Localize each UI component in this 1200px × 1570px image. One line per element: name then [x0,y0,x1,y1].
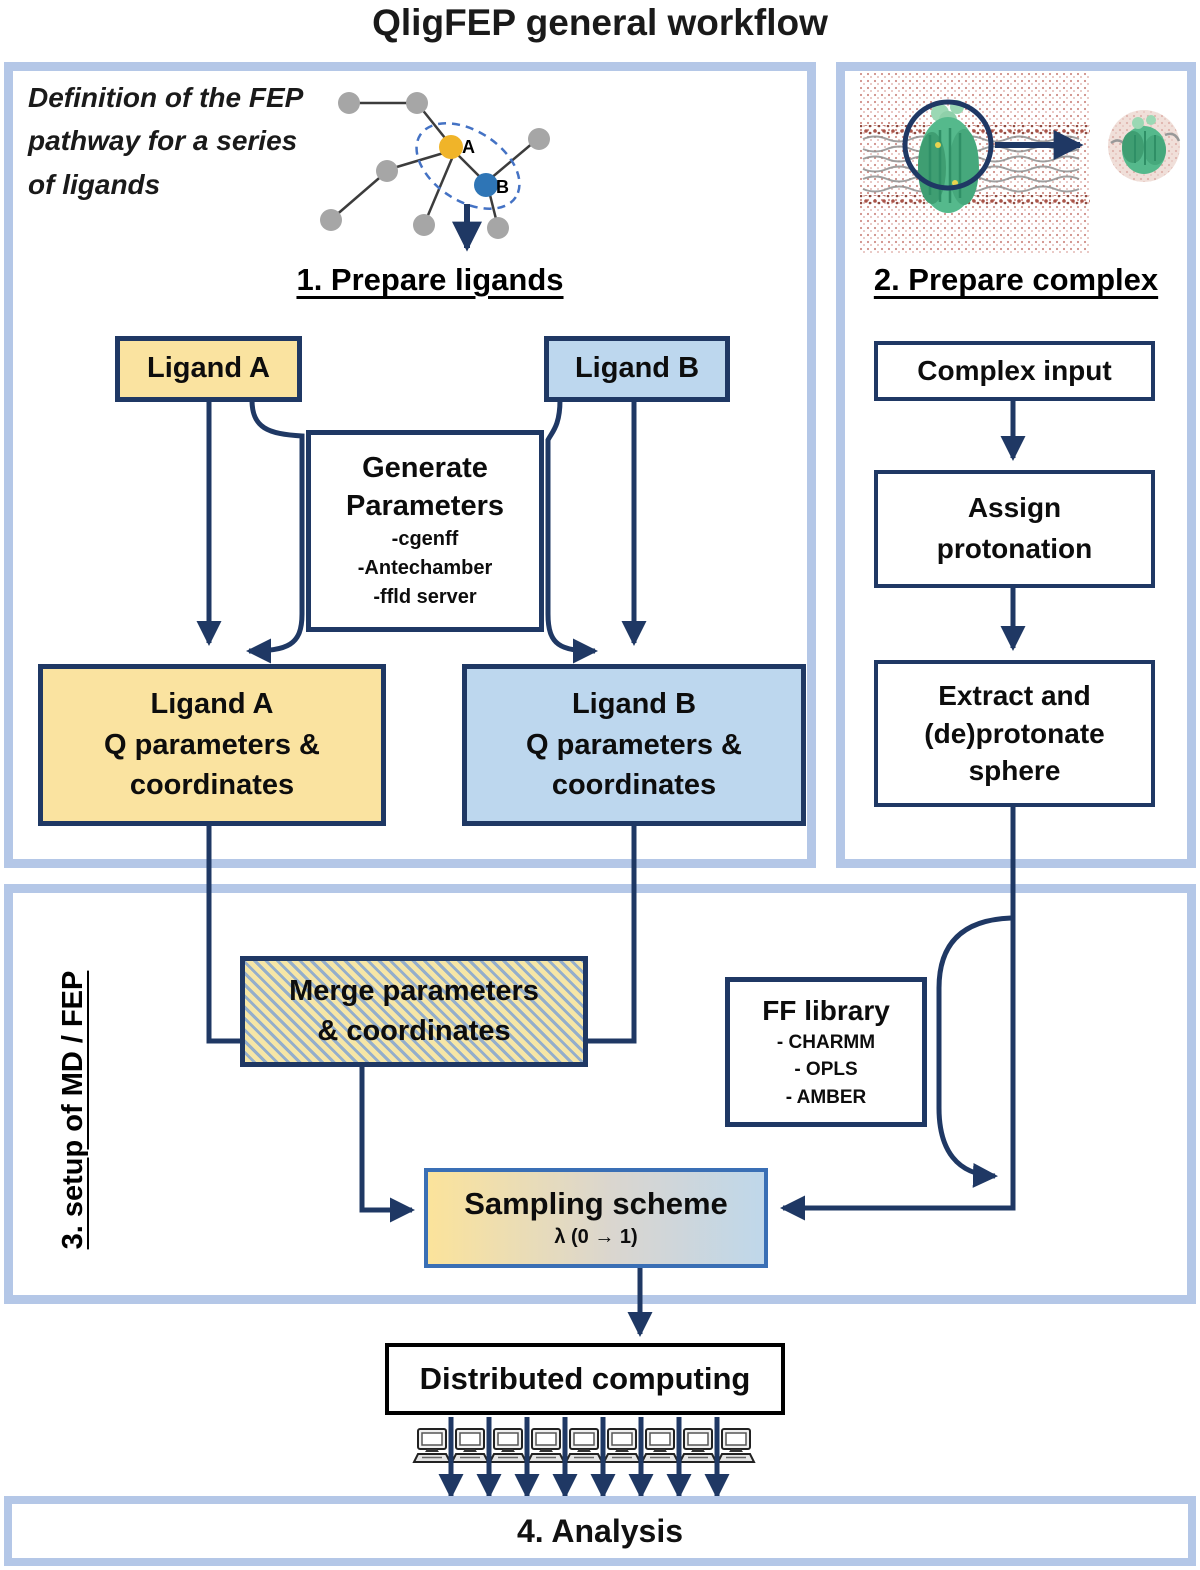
ligand-b-q-line: Ligand B [571,688,697,721]
ligand-a-box: Ligand A [115,336,302,402]
merge-parameters-box: Merge parameters & coordinates [240,956,588,1067]
computer-icon [413,1428,451,1463]
generate-parameters-box: Generate Parameters -cgenff -Antechamber… [306,430,544,632]
merge-line: Merge parameters [289,975,539,1008]
computer-icon [527,1428,565,1463]
computer-cluster [413,1417,755,1499]
sampling-title: Sampling scheme [464,1185,728,1221]
generate-parameters-item: -ffld server [373,585,477,608]
computer-icon [603,1428,641,1463]
heading-prepare-complex: 2. Prepare complex [873,262,1159,297]
ligand-a-q-line: Ligand A [150,688,274,721]
computer-icon [679,1428,717,1463]
generate-parameters-title: Generate Parameters [346,452,504,522]
extract-line: sphere [968,755,1061,787]
ligand-b-q-line: Q parameters & [526,728,742,761]
merge-line: & coordinates [317,1014,511,1047]
ff-library-item: - OPLS [794,1059,858,1081]
analysis-label: 4. Analysis [516,1512,683,1549]
generate-parameters-item: -cgenff [391,527,459,550]
computer-icon [641,1428,679,1463]
distributed-computing-box: Distributed computing [385,1343,785,1415]
computer-icon [717,1428,755,1463]
ff-library-box: FF library - CHARMM - OPLS - AMBER [725,977,927,1127]
ligand-a-q-line: Q parameters & [104,728,320,761]
fep-definition-caption: Definition of the FEP pathway for a seri… [28,82,303,200]
assign-line: Assign [967,492,1062,524]
fanout-arrows [438,1417,730,1499]
heading-prepare-ligands: 1. Prepare ligands [296,262,564,297]
extract-line: Extract and [938,679,1091,711]
sampling-lambda: λ (0 → 1) [554,1226,638,1249]
ligand-a-q-line: coordinates [129,769,295,802]
ligand-b-q-box: Ligand B Q parameters & coordinates [462,664,806,826]
ff-library-item: - AMBER [785,1086,867,1108]
assign-line: protonation [936,533,1093,564]
computer-icon [565,1428,603,1463]
setup-md-fep-label: 3. setup of MD / FEP [57,970,89,1250]
computer-icon [489,1428,527,1463]
ligand-a-q-box: Ligand A Q parameters & coordinates [38,664,386,826]
extract-line: (de)protonate [924,717,1105,749]
extract-sphere-box: Extract and (de)protonate sphere [874,660,1155,807]
analysis-panel: 4. Analysis [4,1496,1196,1566]
ff-library-title: FF library [762,994,890,1026]
generate-parameters-item: -Antechamber [357,556,493,579]
page-title: QligFEP general workflow [372,2,828,43]
ligand-b-box: Ligand B [544,336,730,402]
ligand-b-q-line: coordinates [551,769,717,802]
computer-icon [451,1428,489,1463]
assign-protonation-box: Assign protonation [874,470,1155,588]
sampling-scheme-box: Sampling scheme λ (0 → 1) [424,1168,768,1268]
complex-input-box: Complex input [874,341,1155,401]
ff-library-item: - CHARMM [776,1031,876,1053]
